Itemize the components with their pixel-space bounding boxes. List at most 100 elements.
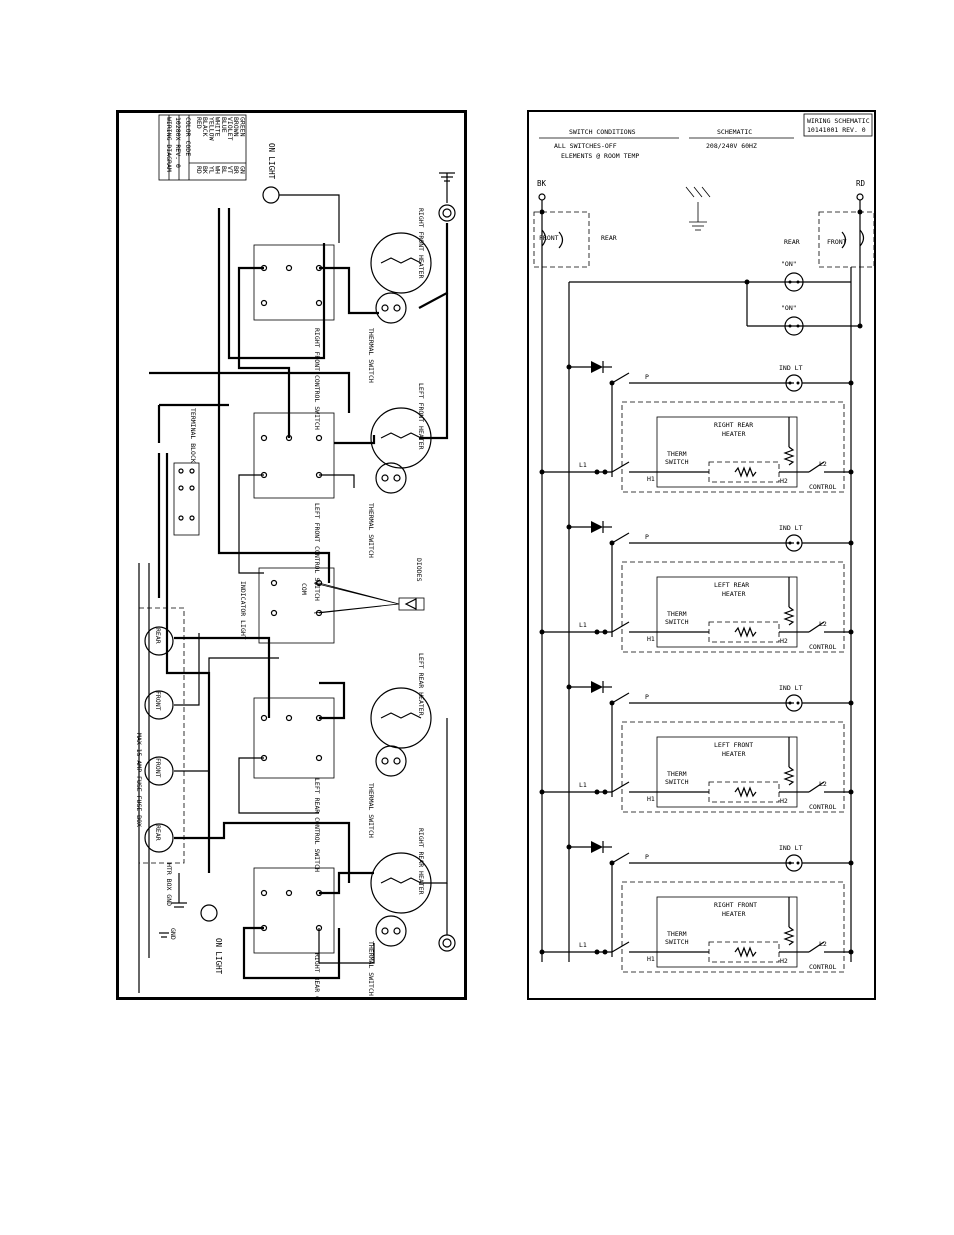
- color-name: BLUE: [220, 117, 228, 133]
- diode-icon: [591, 681, 603, 693]
- h2-label: H2: [780, 637, 788, 645]
- h2-label: H2: [780, 797, 788, 805]
- switch-left-front: LEFT FRONT CONTROL SWITCH: [253, 412, 335, 601]
- svg-text:RIGHT FRONT CONTROL SWITCH: RIGHT FRONT CONTROL SWITCH: [313, 328, 321, 430]
- schematic-title-block: WIRING SCHEMATIC 10141001 REV. 0: [803, 113, 873, 137]
- svg-text:DIODES: DIODES: [415, 558, 423, 582]
- control-label: CONTROL: [809, 963, 836, 971]
- l1-label: L1: [579, 461, 587, 469]
- control-label: CONTROL: [809, 803, 836, 811]
- l2-label: L2: [819, 620, 827, 628]
- therm-label: THERM: [667, 450, 687, 458]
- heating-element-icon: [734, 626, 757, 638]
- heater-right-rear: RIGHT REAR HEATER THERMAL SWITCH: [367, 828, 432, 996]
- color-abbrev: BK: [201, 166, 209, 174]
- switch-label: SWITCH: [665, 938, 689, 946]
- diode-icon: [591, 841, 603, 853]
- l2-label: L2: [819, 940, 827, 948]
- wiring-title-2: 10280X REV. 0: [174, 117, 182, 168]
- h1-label: H1: [647, 955, 655, 963]
- p-label: P: [645, 693, 649, 701]
- wiring-harness: [138, 194, 449, 993]
- bk-label: BK: [537, 179, 547, 188]
- color-name: RED: [195, 117, 203, 129]
- svg-text:REAR: REAR: [784, 238, 800, 246]
- control-label: CONTROL: [809, 643, 836, 651]
- wiring-diagram-panel: WIRING DIAGRAM 10280X REV. 0 COLOR CODE …: [116, 110, 467, 1051]
- p-label: P: [645, 533, 649, 541]
- switch-label: SWITCH: [665, 618, 689, 626]
- svg-text:RIGHT REAR HEATER: RIGHT REAR HEATER: [417, 828, 425, 895]
- diode-icon: [591, 521, 603, 533]
- terminal-block: TERMINAL BLOCK: [173, 408, 200, 536]
- on-light-bottom-label: ON LIGHT: [214, 938, 223, 975]
- svg-text:"ON": "ON": [781, 304, 797, 312]
- svg-text:FRONT: FRONT: [154, 691, 162, 711]
- h1-label: H1: [647, 635, 655, 643]
- svg-text:THERMAL SWITCH: THERMAL SWITCH: [367, 328, 375, 383]
- heater-name-label: LEFT REAR: [714, 581, 749, 589]
- switch-label: SWITCH: [665, 778, 689, 786]
- indicator-light: INDICATOR LIGHT COM: [239, 567, 335, 644]
- fuse-front-left: FRONT REAR: [533, 211, 617, 268]
- svg-text:RIGHT REAR CONTROL SWITCH: RIGHT REAR CONTROL SWITCH: [313, 953, 321, 997]
- schematic-ground-icon: [685, 186, 711, 231]
- svg-text:THERMAL SWITCH: THERMAL SWITCH: [367, 783, 375, 838]
- switch-conditions-label: SWITCH CONDITIONS: [569, 128, 636, 136]
- therm-label: THERM: [667, 770, 687, 778]
- svg-text:REAR: REAR: [154, 628, 162, 644]
- switch-left-rear: LEFT REAR CONTROL SWITCH: [253, 697, 335, 872]
- heater-left-rear: LEFT REAR HEATER THERMAL SWITCH: [367, 653, 432, 838]
- rd-label: RD: [856, 179, 866, 188]
- fuse-box: REAR FRONT FRONT REAR MAX 15 AMP FUSE FU…: [135, 607, 185, 864]
- svg-text:FRONT: FRONT: [827, 238, 847, 246]
- p-label: P: [645, 853, 649, 861]
- heater-word: HEATER: [722, 590, 746, 598]
- color-abbrev: BL: [220, 166, 228, 174]
- heater-name-label: LEFT FRONT: [714, 741, 753, 749]
- color-abbrev: WH: [214, 166, 222, 174]
- ind-lt-label: IND LT: [779, 364, 803, 372]
- p-label: P: [645, 373, 649, 381]
- svg-text:RIGHT FRONT HEATER: RIGHT FRONT HEATER: [417, 208, 425, 279]
- schematic-title-2: 10141001 REV. 0: [807, 126, 866, 134]
- ind-lt-label: IND LT: [779, 684, 803, 692]
- heating-element-icon: [734, 786, 757, 798]
- svg-text:COM: COM: [300, 583, 308, 595]
- therm-label: THERM: [667, 930, 687, 938]
- ind-lt-label: IND LT: [779, 844, 803, 852]
- color-abbrev: BR: [232, 166, 240, 174]
- svg-text:LEFT FRONT HEATER: LEFT FRONT HEATER: [417, 383, 425, 450]
- svg-text:FRONT: FRONT: [154, 758, 162, 778]
- voltage-label: 208/240V 60HZ: [706, 142, 757, 150]
- ground-top-icon: [438, 172, 456, 222]
- schematic-label: SCHEMATIC: [717, 128, 752, 136]
- diode-icon: [591, 361, 603, 373]
- wiring-diagram-svg: WIRING DIAGRAM 10280X REV. 0 COLOR CODE …: [135, 114, 456, 1051]
- color-name: BROWN: [232, 117, 240, 137]
- heating-element-icon: [734, 466, 757, 478]
- heater-word: HEATER: [722, 910, 746, 918]
- schematic-svg: WIRING SCHEMATIC 10141001 REV. 0 SWITCH …: [533, 113, 875, 973]
- color-name: BLACK: [201, 117, 209, 137]
- bk-terminal: [538, 193, 546, 201]
- svg-text:"ON": "ON": [781, 260, 797, 268]
- heater-right-front: RIGHT FRONT HEATER THERMAL SWITCH: [367, 208, 432, 383]
- h2-label: H2: [780, 477, 788, 485]
- svg-text:REAR: REAR: [154, 825, 162, 841]
- svg-text:INDICATOR LIGHT: INDICATOR LIGHT: [239, 581, 247, 640]
- h1-label: H1: [647, 475, 655, 483]
- wiring-title-1: WIRING DIAGRAM: [165, 117, 173, 172]
- heating-element-icon: [734, 946, 757, 958]
- color-code-header: COLOR CODE: [184, 117, 192, 156]
- l2-label: L2: [819, 460, 827, 468]
- heater-left-front: LEFT FRONT HEATER THERMAL SWITCH: [367, 383, 432, 558]
- schematic-rails: [541, 212, 863, 962]
- heater-name-label: RIGHT FRONT: [714, 901, 757, 909]
- color-name: VIOLET: [226, 117, 234, 141]
